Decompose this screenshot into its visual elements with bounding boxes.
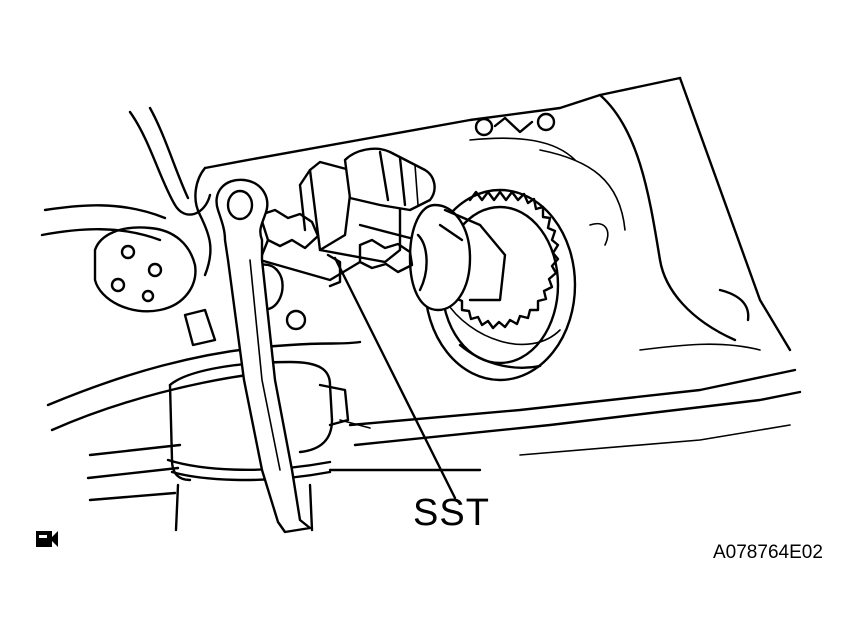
- engine-block: [203, 76, 792, 352]
- bracket: [93, 226, 307, 347]
- frame-rails: [46, 340, 802, 502]
- reference-mark-icon: [36, 531, 58, 547]
- sst-tool: [258, 147, 507, 312]
- sst-callout-label: SST: [413, 492, 490, 534]
- figure-code: A078764E02: [713, 542, 823, 563]
- wrench: [215, 178, 312, 534]
- sst-leader-line: [333, 256, 457, 500]
- crank-pulley: [423, 188, 577, 382]
- hoses: [40, 106, 212, 277]
- strut-mount: [166, 360, 371, 532]
